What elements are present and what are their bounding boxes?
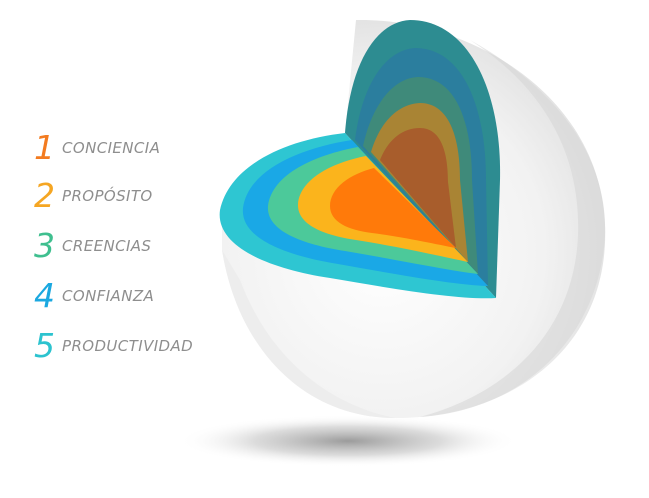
- legend-item-productividad: 5 PRODUCTIVIDAD: [34, 326, 193, 366]
- legend-number: 4: [34, 276, 55, 315]
- legend-label: CONCIENCIA: [62, 139, 161, 157]
- vertical-core: [380, 128, 456, 248]
- legend-label: CONFIANZA: [62, 287, 155, 305]
- legend-label: CREENCIAS: [62, 237, 152, 255]
- legend-label: PROPÓSITO: [62, 187, 153, 205]
- horizontal-cut-face: [219, 133, 496, 299]
- legend-number: 5: [34, 326, 55, 365]
- legend-item-confianza: 4 CONFIANZA: [34, 276, 154, 316]
- vertical-cut-face: [345, 20, 501, 298]
- legend-item-creencias: 3 CREENCIAS: [34, 226, 151, 266]
- sphere-shell-edge-shade: [420, 40, 606, 417]
- legend-number: 2: [34, 176, 55, 215]
- legend-item-conciencia: 1 CONCIENCIA: [34, 128, 160, 168]
- legend-label: PRODUCTIVIDAD: [62, 337, 194, 355]
- shell-underside: [222, 250, 395, 418]
- legend-number: 1: [34, 128, 55, 167]
- legend-item-proposito: 2 PROPÓSITO: [34, 176, 153, 216]
- ground-shadow: [178, 415, 518, 467]
- legend-number: 3: [34, 226, 55, 265]
- horizontal-core: [330, 168, 456, 248]
